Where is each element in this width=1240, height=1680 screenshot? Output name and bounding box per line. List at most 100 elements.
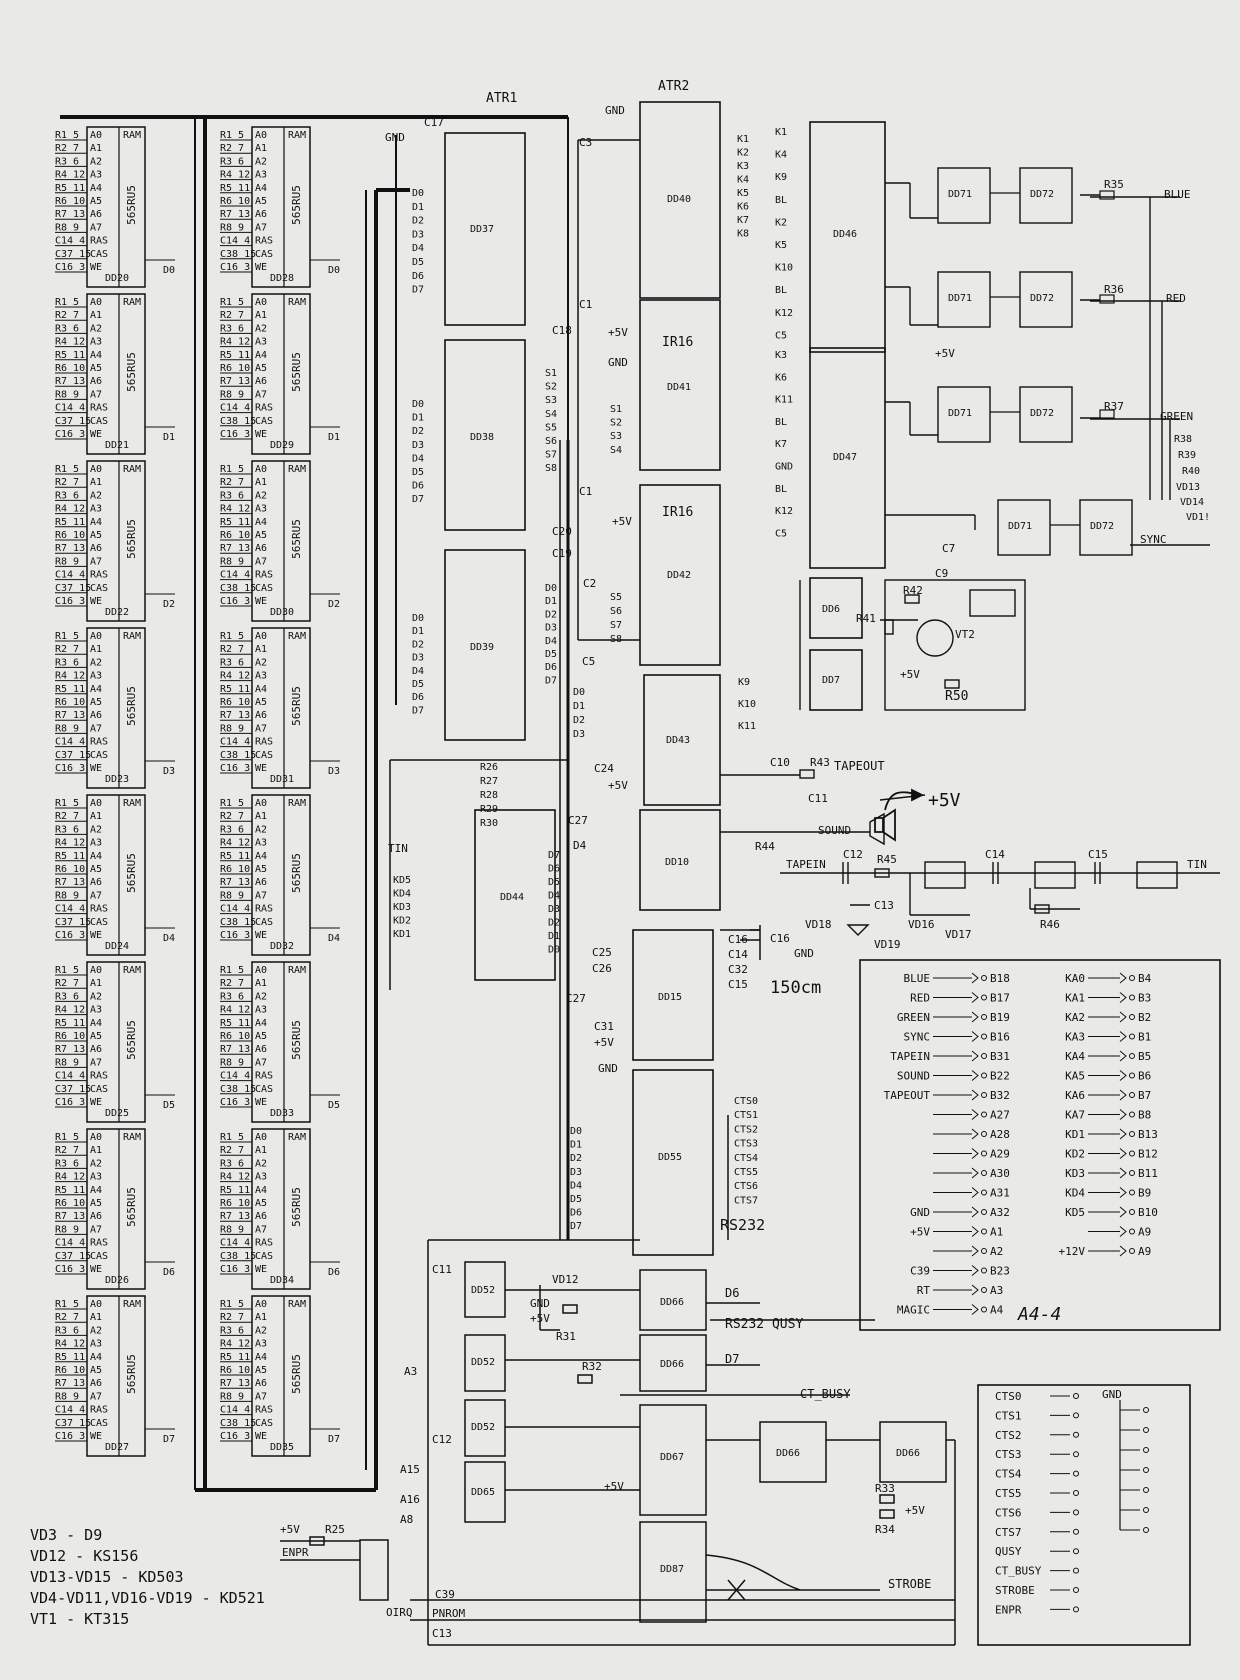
tin-net-right: TIN bbox=[1187, 858, 1207, 871]
ram-addr-pin: A4 bbox=[90, 1352, 102, 1363]
ram-addr-pin: A6 bbox=[255, 1378, 267, 1389]
dd37-d-in: D3 bbox=[412, 229, 424, 240]
ram-io-net: D1 bbox=[328, 432, 340, 443]
ram-addr-net: R6 10 bbox=[55, 1365, 85, 1376]
ram-addr-pin: A5 bbox=[255, 697, 267, 708]
ram-ctrl-pin: WE bbox=[255, 262, 267, 273]
ram-addr-pin: A0 bbox=[90, 965, 102, 976]
ram-ctrl-pin: RAS bbox=[255, 737, 273, 748]
ram-addr-net: R2 7 bbox=[220, 978, 244, 989]
connector-pin: A29 bbox=[990, 1148, 1010, 1161]
connector-row: A27 bbox=[933, 1109, 1010, 1122]
dd44-resistor: R26 bbox=[480, 762, 498, 773]
ram-ctrl-net: C37 15 bbox=[55, 249, 91, 260]
ram-ctrl-net: C16 3 bbox=[220, 596, 250, 607]
ram-ctrl-net: C14 4 bbox=[220, 570, 250, 581]
ram-addr-pin: A2 bbox=[255, 490, 267, 501]
connector-signal: MAGIC bbox=[897, 1304, 930, 1317]
ram-chip-ref: DD23 bbox=[105, 774, 129, 785]
ram-chip-ref: DD22 bbox=[105, 607, 129, 618]
ram-addr-net: R5 11 bbox=[55, 684, 85, 695]
ram-addr-pin: A4 bbox=[90, 684, 102, 695]
ram-ctrl-net: C38 15 bbox=[220, 1418, 256, 1429]
dd39-label: DD39 bbox=[470, 642, 494, 653]
ram-ctrl-pin: RAS bbox=[255, 1071, 273, 1082]
connector-pin: A9 bbox=[1138, 1245, 1151, 1258]
ram-addr-net: R7 13 bbox=[55, 1378, 85, 1389]
r34-label: R34 bbox=[875, 1523, 895, 1536]
ram-addr-net: R1 5 bbox=[220, 297, 244, 308]
ram-addr-net: R4 12 bbox=[55, 504, 85, 515]
ram-io-net: D0 bbox=[163, 265, 175, 276]
ram-ctrl-net: C37 15 bbox=[55, 750, 91, 761]
green-net: GREEN bbox=[1160, 410, 1193, 423]
dd55-cts-out: CTS3 bbox=[734, 1139, 758, 1150]
legend-line: VD12 - KS156 bbox=[30, 1547, 139, 1565]
ram-chip-title: RAM bbox=[123, 1299, 141, 1310]
dd44-out: D1 bbox=[548, 931, 560, 942]
ram-addr-pin: A5 bbox=[255, 1198, 267, 1209]
chip-dd40: DD40 bbox=[639, 101, 721, 299]
ram-chip-title: RAM bbox=[123, 1132, 141, 1143]
connector-pin: B2 bbox=[1138, 1011, 1151, 1024]
connector-pin: B32 bbox=[990, 1089, 1010, 1102]
ram-ctrl-net: C37 15 bbox=[55, 1251, 91, 1262]
ram-addr-net: R7 13 bbox=[55, 877, 85, 888]
ram-addr-pin: A6 bbox=[90, 1211, 102, 1222]
dd55-in: D5 bbox=[570, 1194, 582, 1205]
connector-signal: SOUND bbox=[897, 1070, 930, 1083]
ram-addr-pin: A2 bbox=[255, 323, 267, 334]
connector-pin: B16 bbox=[990, 1031, 1010, 1044]
c7-label: C7 bbox=[942, 542, 955, 555]
ram-addr-net: R5 11 bbox=[55, 1018, 85, 1029]
sound-net: SOUND bbox=[818, 824, 851, 837]
ram-addr-net: R5 11 bbox=[220, 1352, 250, 1363]
ram-ctrl-pin: RAS bbox=[90, 570, 108, 581]
dd38-s-out: S3 bbox=[545, 395, 557, 406]
printer-port-gnd-pin bbox=[1120, 1527, 1149, 1533]
blue-net: BLUE bbox=[1164, 188, 1191, 201]
ram-ctrl-pin: WE bbox=[90, 930, 102, 941]
dd72-label: DD72 bbox=[1030, 293, 1054, 304]
connector-pin: A32 bbox=[990, 1206, 1010, 1219]
ram-chip-title: RAM bbox=[288, 631, 306, 642]
ram-addr-pin: A7 bbox=[255, 1224, 267, 1235]
chip-dd37: DD37 bbox=[444, 132, 526, 326]
dd46-in: BL bbox=[775, 195, 787, 206]
ram-ctrl-pin: RAS bbox=[255, 236, 273, 247]
ram-addr-net: R8 9 bbox=[55, 1057, 79, 1068]
ram-addr-net: R2 7 bbox=[220, 310, 244, 321]
ram-ctrl-pin: WE bbox=[90, 1097, 102, 1108]
dd66-b-label: DD66 bbox=[660, 1359, 684, 1370]
r33-label: R33 bbox=[875, 1482, 895, 1495]
dd40-label: DD40 bbox=[667, 194, 691, 205]
ram-addr-pin: A3 bbox=[255, 337, 267, 348]
printer-port-right bbox=[1119, 1400, 1149, 1533]
dd42-label: DD42 bbox=[667, 570, 691, 581]
dd71-label: DD71 bbox=[948, 189, 972, 200]
printer-port-signal: CTS7 bbox=[995, 1526, 1022, 1539]
dd71-label: DD71 bbox=[948, 408, 972, 419]
ram-part-number: 565RU5 bbox=[125, 1020, 138, 1060]
ram-addr-pin: A5 bbox=[255, 530, 267, 541]
ram-addr-pin: A0 bbox=[90, 798, 102, 809]
dd43-out: K10 bbox=[738, 699, 756, 710]
ram-io-net: D4 bbox=[163, 933, 175, 944]
connector-pin: B3 bbox=[1138, 992, 1151, 1005]
dd41-s-in: S2 bbox=[610, 418, 622, 429]
dd40-k-out: K1 bbox=[737, 134, 749, 145]
connector-pin: B8 bbox=[1138, 1109, 1151, 1122]
ram-chip-title: RAM bbox=[288, 297, 306, 308]
cm150-note: 150cm bbox=[770, 978, 821, 998]
plus5v-vt2: +5V bbox=[900, 668, 920, 681]
ram-addr-pin: A6 bbox=[90, 877, 102, 888]
c26-right: C16 bbox=[728, 933, 748, 946]
